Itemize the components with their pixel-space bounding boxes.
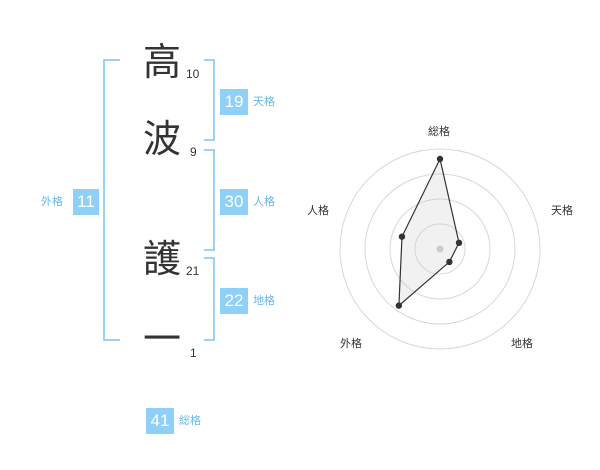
radar-ring [339, 148, 541, 350]
jinkaku-value: 30 [220, 189, 248, 215]
axis-label-soukaku: 総格 [428, 125, 450, 138]
tenkaku-value: 19 [220, 89, 248, 115]
radar-point-1 [436, 155, 444, 163]
name-char-3: 護 [142, 237, 181, 281]
gaikaku-label: 外格 [41, 195, 63, 208]
radar-ring [364, 173, 516, 325]
soukaku-value: 41 [146, 408, 174, 434]
stroke-count-1: 10 [186, 67, 200, 81]
radar-point-4 [395, 302, 403, 309]
radar-center-dot [436, 245, 444, 253]
name-char-2: 波 [142, 117, 181, 161]
chikaku-label: 地格 [253, 294, 275, 307]
stroke-count-2: 9 [190, 145, 197, 159]
axis-label-tenkaku: 天格 [551, 204, 573, 217]
jinkaku-label: 人格 [253, 195, 275, 208]
radar-ring [389, 198, 491, 300]
name-char-1: 高 [142, 40, 181, 84]
axis-label-jinkaku: 人格 [307, 204, 329, 217]
axis-label-chikaku: 地格 [511, 337, 533, 350]
radar-point-5 [398, 233, 406, 240]
tenkaku-label: 天格 [253, 95, 275, 108]
radar-series-polygon [398, 157, 460, 307]
chikaku-value: 22 [220, 288, 248, 314]
gaikaku-value: 11 [73, 189, 99, 215]
radar-ring [414, 223, 466, 275]
soukaku-label: 総格 [179, 414, 201, 427]
stroke-count-4: 1 [190, 346, 197, 360]
radar-point-2 [455, 239, 463, 247]
axis-label-gaikaku: 外格 [340, 337, 362, 350]
name-char-4: 一 [142, 317, 181, 361]
radar-point-3 [446, 258, 453, 266]
stroke-count-3: 21 [186, 264, 200, 278]
